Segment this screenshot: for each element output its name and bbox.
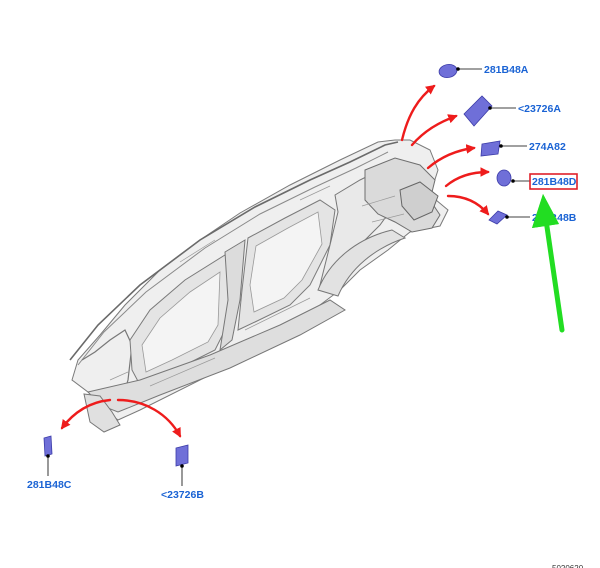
arrow-to-281b48a — [400, 84, 436, 142]
part-281b48b-patch — [488, 210, 508, 225]
label-281b48c[interactable]: 281B48C — [27, 479, 72, 491]
roof-rail-inner — [77, 151, 389, 366]
part-274a82-patch — [480, 140, 501, 157]
arrow-to-281b48d — [444, 167, 490, 188]
arrow-to-23726b — [116, 398, 182, 438]
reference-code: 5020620 — [552, 564, 584, 568]
front-door-opening-inner — [141, 271, 221, 373]
part-281b48d-patch — [496, 169, 512, 187]
body-detail-lines — [109, 185, 405, 387]
arrow-to-281b48c — [60, 398, 112, 430]
part-281b48a-patch — [438, 64, 458, 78]
leader-lines — [46, 67, 530, 486]
highlight-box-281b48d — [529, 173, 578, 190]
label-23726a[interactable]: <23726A — [518, 103, 561, 115]
label-281b48a[interactable]: 281B48A — [484, 64, 529, 76]
part-23726b-patch — [175, 444, 189, 467]
rear-bracket — [399, 181, 439, 221]
arrow-to-281b48b — [446, 194, 490, 216]
green-arrowhead-overlay — [532, 194, 559, 228]
part-281b48c-patch — [43, 435, 53, 457]
rear-wheel-arch — [317, 229, 407, 297]
a-pillar — [81, 329, 133, 401]
arrow-to-274a82 — [426, 144, 476, 170]
red-arrows — [60, 84, 490, 438]
label-281b48d[interactable]: 281B48D — [532, 176, 577, 188]
label-274a82[interactable]: 274A82 — [529, 141, 566, 153]
arrow-to-23726a — [410, 114, 458, 147]
label-23726b[interactable]: <23726B — [161, 489, 204, 501]
car-body-side-panel — [69, 139, 449, 433]
roof-rail — [69, 141, 399, 361]
part-23726a-patch — [463, 95, 493, 127]
rear-door-opening-inner — [249, 211, 323, 313]
b-pillar — [219, 239, 246, 352]
rocker-sill — [87, 299, 346, 413]
